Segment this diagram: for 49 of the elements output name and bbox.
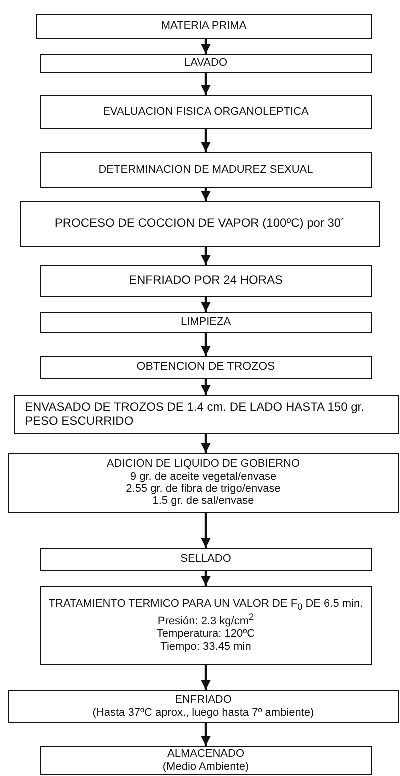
step-text: TRATAMIENTO TERMICO PARA UN VALOR DE F$_{0}$ DE 6.5 min. [48,598,364,612]
process-box [40,265,372,297]
step-text: ALMACENADO [167,748,245,760]
step-text: 9 gr. de aceite vegetal/envase [130,470,277,483]
process-box [20,201,380,247]
arrow [201,571,211,586]
process-box [8,690,399,723]
step-text: ENVASADO DE TROZOS DE 1.4 cm. DE LADO HASTA 150 gr. PESO ESCURRIDO [25,401,366,428]
process-box [36,14,372,39]
step-text: Presión: 2.3 kg/cm$^{2}$ [158,612,254,628]
step-text: ADICION DE LIQUIDO DE GOBIERNO [106,458,300,471]
process-box [40,746,372,775]
process-box [40,548,372,571]
process-box [40,152,372,188]
arrow [201,513,211,548]
step-text: SELLADO [180,553,232,566]
process-box [40,356,372,379]
process-box [8,453,399,513]
arrow [201,379,211,395]
step-text: ENFRIADO [175,694,232,706]
step-text: LIMPIEZA [180,316,232,329]
arrow [201,434,211,453]
arrow [201,188,211,201]
arrow [201,333,211,356]
process-box [40,586,372,665]
arrow [201,665,211,690]
arrow [201,129,211,152]
step-text: 1.5 gr. de sal/envase [152,495,254,508]
arrow [201,39,211,54]
process-box [14,395,399,434]
process-box [40,95,372,129]
process-box [40,54,372,73]
step-text: 2.55 gr. de fibra de trigo/envase [126,483,281,496]
step-text: DETERMINACION DE MADUREZ SEXUAL [98,164,314,176]
process-box [40,312,372,333]
arrow [201,723,211,746]
step-text: Tiempo: 33.45 min [160,640,252,654]
step-text: LAVADO [184,57,228,70]
step-text: ENFRIADO POR 24 HORAS [128,274,284,288]
step-text: Temperatura: 120ºC [156,628,256,641]
arrow [201,297,211,312]
step-text: OBTENCION DE TROZOS [136,361,276,374]
arrow [201,247,211,265]
step-text: EVALUACION FISICA ORGANOLEPTICA [103,106,309,118]
step-text: (Hasta 37ºC aprox., luego hasta 7º ambiente) [92,706,314,719]
step-text: (Medio Ambiente) [162,760,250,773]
step-text: MATERIA PRIMA [161,20,247,33]
step-text: PROCESO DE COCCION DE VAPOR (100ºC) por 30´ [54,217,346,231]
arrow [201,73,211,95]
